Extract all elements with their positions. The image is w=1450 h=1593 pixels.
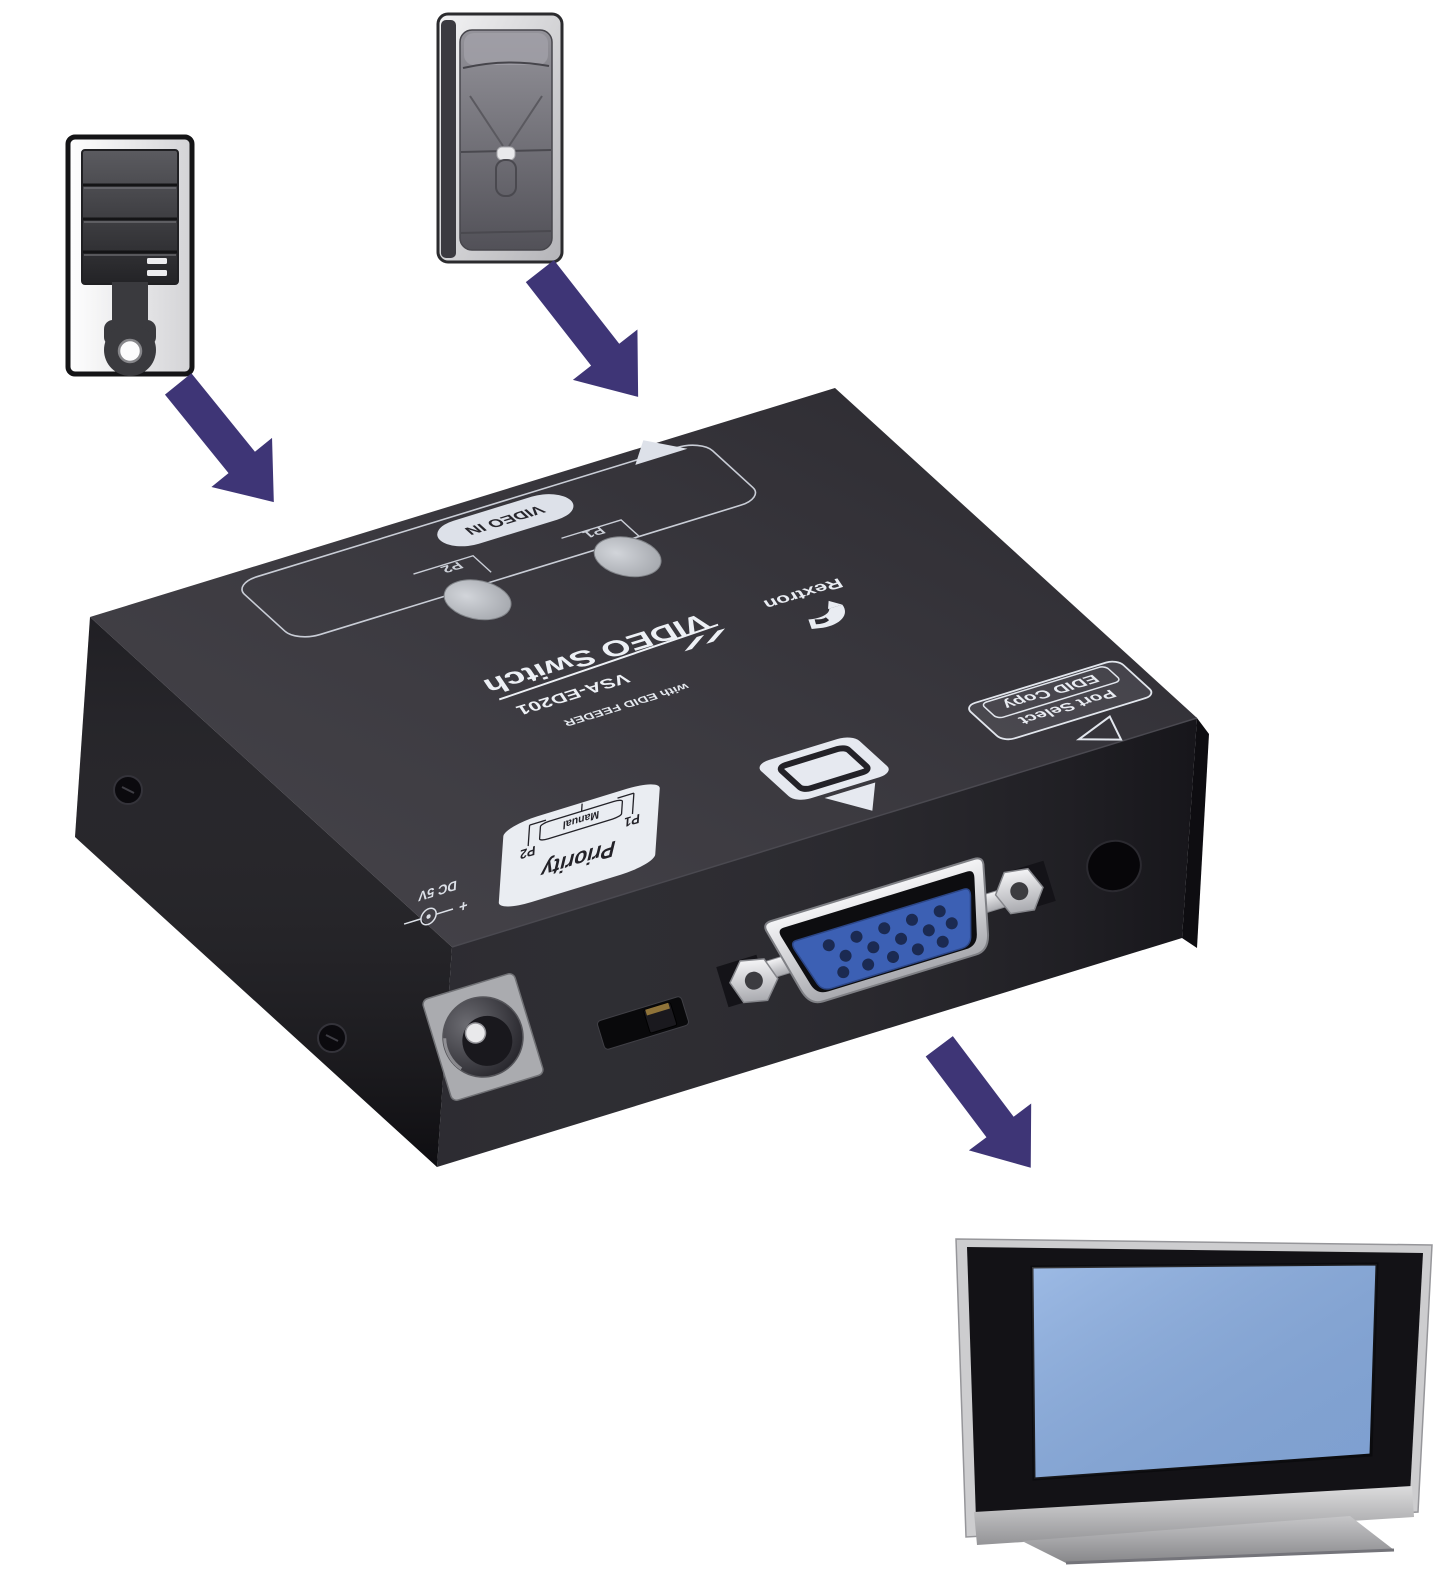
port1-notch: [562, 520, 640, 555]
tower-floppy-slot: [147, 258, 167, 264]
port-select-outline: [964, 659, 1156, 742]
port1-label: P1: [579, 524, 608, 539]
vga-pin-holes: [822, 905, 958, 979]
slim-side-shadow: [441, 20, 456, 258]
tv-screen-sheen: [1032, 1264, 1377, 1479]
slim-bottom-line: [460, 230, 552, 234]
switch-side-face-shading: [75, 617, 452, 1167]
video-in-arrow-marker: [635, 440, 688, 465]
screw-slot: [121, 786, 135, 794]
vga-hex-nut-right: [994, 867, 1044, 915]
computer-tower-icon: [65, 134, 195, 377]
switch-right-edge: [1182, 718, 1209, 948]
screw-slot-2: [325, 1034, 339, 1042]
slide-switch-knob-top: [645, 1002, 670, 1016]
port-select-button: [1086, 839, 1142, 893]
priority-bracket-lines: [528, 788, 634, 846]
polarity-plus: +: [458, 896, 468, 916]
vga-insert: [791, 888, 972, 990]
slim-front-panel: [459, 29, 553, 251]
manual-outline: [539, 799, 622, 842]
vga-output-port: [716, 857, 1056, 1008]
monitor-label-plate: [759, 737, 889, 800]
slim-top-lid: [464, 33, 548, 65]
monitor-arrow-marker: [824, 782, 876, 811]
case-screws: [113, 775, 347, 1053]
logo-underline: [493, 625, 724, 700]
slim-crease-lines: [469, 95, 543, 147]
priority-label-plate: [498, 784, 660, 907]
tower-bay-highlights: [84, 187, 176, 256]
tower-drive-bays: [83, 183, 177, 254]
port2-notch: [413, 556, 491, 591]
tv-stand-base: [1022, 1516, 1394, 1563]
monitor-icon-label: [759, 737, 889, 811]
priority-p2-label: P2: [519, 843, 535, 863]
tv-stand-edge: [1065, 1548, 1395, 1565]
dc-jack-pin: [464, 1022, 487, 1044]
dc-jack-highlight: [443, 1038, 463, 1070]
port1-button: [581, 530, 674, 583]
slim-computer-icon: [436, 12, 564, 264]
logo-flash-mark: [684, 628, 726, 652]
switch-front-ridge: [451, 717, 1198, 948]
port2-label: P2: [437, 559, 466, 574]
video-switch-device: VIDEO IN P1 P2 Rextron VIDEO Switch VSA-…: [75, 388, 1209, 1167]
rextron-logo-mark: [808, 600, 846, 630]
port-select-triangle-icon: [1068, 717, 1131, 750]
priority-label-group: Priority P1 P2 Manual: [498, 784, 660, 907]
priority-p1-label: P1: [624, 811, 640, 831]
polarity-icon: +: [404, 896, 468, 932]
slim-lid-line: [462, 61, 550, 69]
vga-hex-nut-left: [729, 958, 779, 1004]
flat-panel-display-icon: [955, 1238, 1433, 1565]
monitor-icon: [778, 747, 870, 791]
slim-handle-slot: [495, 159, 517, 197]
edid-copy-outline: [981, 666, 1122, 719]
dc-power-jack: [422, 973, 544, 1101]
slim-eject-button: [496, 146, 516, 161]
video-in-pill: [437, 494, 574, 547]
priority-slide-switch: [597, 996, 689, 1050]
tv-speaker-bar: [974, 1486, 1414, 1545]
port2-button: [431, 573, 524, 626]
video-in-zone-outline: [233, 440, 764, 642]
tower-floppy-slot-2: [147, 270, 167, 276]
power-button-icon: [117, 338, 143, 364]
switch-top-face-shading: [90, 388, 1197, 947]
switch-front-print: Priority P1 P2 Manual DC 5V +: [403, 784, 660, 941]
